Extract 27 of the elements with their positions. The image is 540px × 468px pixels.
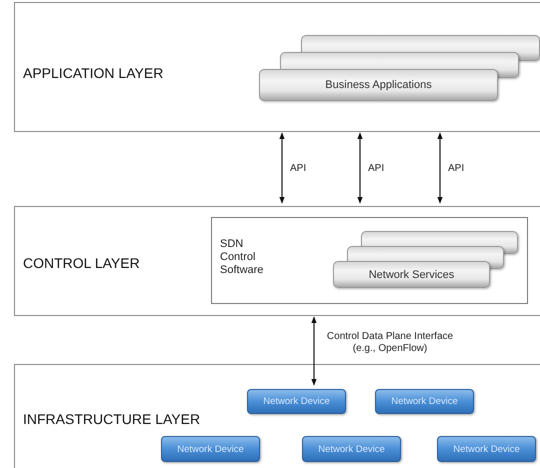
software-label: SDN Control Software [220, 238, 264, 277]
double-arrow [279, 132, 285, 204]
device-box [375, 389, 474, 414]
stacked-panels [259, 35, 540, 101]
layer-panel [14, 206, 540, 316]
device-box [437, 436, 536, 462]
layer-title: CONTROL LAYER [23, 255, 140, 271]
layer-panel [14, 2, 540, 132]
device-label: Network Device [318, 444, 385, 454]
layer-title: APPLICATION LAYER [23, 65, 164, 81]
edge-label: Control Data Plane Interface (e.g., OpenFlow) [326, 331, 454, 355]
layer-title: INFRASTRUCTURE LAYER [23, 411, 200, 427]
double-arrow [311, 316, 317, 386]
device-label: Network Device [453, 444, 520, 454]
software-panel [211, 217, 528, 304]
device-box [302, 436, 401, 462]
device-label: Network Device [177, 444, 244, 454]
double-arrow [357, 132, 363, 204]
device-label: Network Device [391, 396, 458, 407]
panel-label: Business Applications [325, 79, 432, 91]
device-box [161, 436, 260, 462]
layer-panel [14, 364, 540, 468]
panel-label: Network Services [368, 268, 454, 280]
device-box [247, 389, 346, 414]
stacked-panels [333, 231, 518, 288]
device-label: Network Device [263, 396, 330, 407]
double-arrow [437, 132, 443, 204]
